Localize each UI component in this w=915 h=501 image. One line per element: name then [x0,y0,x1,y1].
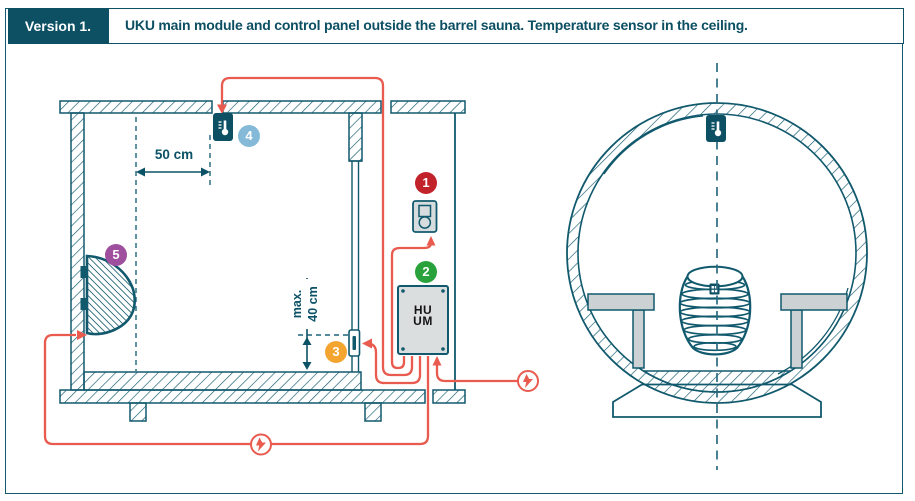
uku-main-module [397,285,449,355]
cables [43,76,538,446]
heater-bracket [80,266,87,278]
diagram-title: UKU main module and control panel outsid… [108,8,904,44]
marker-5-heater: 5 [105,244,127,266]
floor [83,371,362,391]
dimension-label-max-40cm: max. 40 cm [290,279,322,329]
arrow-to-pass-through [362,338,372,349]
dimension-50cm [136,167,210,177]
left-wall [70,112,85,391]
cable-arrowheads [77,104,442,366]
control-panel-dial [418,216,432,229]
heater-power-cable [43,333,430,446]
bench-leg [632,309,645,369]
lightning-bolt-icon [523,374,533,388]
bench-leg [790,309,803,369]
cable-pass-through [348,329,361,357]
dimension-label-40cm: 40 cm [305,286,320,322]
bench-seat [780,293,848,311]
marker-2-main-module: 2 [415,261,437,283]
interior-wall [348,112,363,162]
power-supply-icon [517,370,539,392]
power-supply-icon [250,433,272,456]
control-panel [412,200,438,233]
marker-4-temperature-sensor: 4 [238,125,260,147]
dimension-label-max: max. [290,289,304,319]
huum-logo-line2: UM [413,314,433,329]
bench-left [587,293,655,369]
ceiling [390,100,466,114]
foundation-foot [129,402,147,422]
marker-3-pass-through: 3 [325,341,347,363]
dimension-label-50cm: 50 cm [154,147,194,162]
pass-through-cable [369,342,422,385]
arrow-to-sensor [217,104,227,114]
mains-cable [435,365,538,383]
sauna-cross-section [59,100,466,422]
ceiling [59,100,213,114]
foundation [432,389,466,404]
version-badge: Version 1. [8,8,108,44]
heater-logo-badge [709,283,720,295]
foundation [59,389,426,404]
sensor-cable [220,76,414,377]
foundation-foot [364,402,382,422]
arrow-to-panel [426,236,436,246]
thermometer-icon [711,121,721,137]
huum-logo-line1: HU [413,303,433,317]
stave-seam [603,115,704,175]
bench-right [780,293,848,369]
bench-seat [587,293,655,311]
arrow-to-heater [77,330,87,340]
ceiling [222,100,382,114]
dimension-guides [135,117,348,371]
arrow-to-module [432,356,442,366]
heater-top-opening [686,265,744,288]
huum-logo: HU UM [398,303,448,329]
barrel-heater [678,265,752,356]
heater-bracket [80,298,87,310]
temperature-sensor [706,115,726,142]
barrel-cross-section [566,63,868,470]
marker-1-control-panel: 1 [415,172,437,194]
panel-cable [390,242,433,370]
lightning-bolt-icon [256,437,266,452]
temperature-sensor [213,113,233,141]
wall-heater [80,254,136,336]
thermometer-icon [218,120,228,135]
